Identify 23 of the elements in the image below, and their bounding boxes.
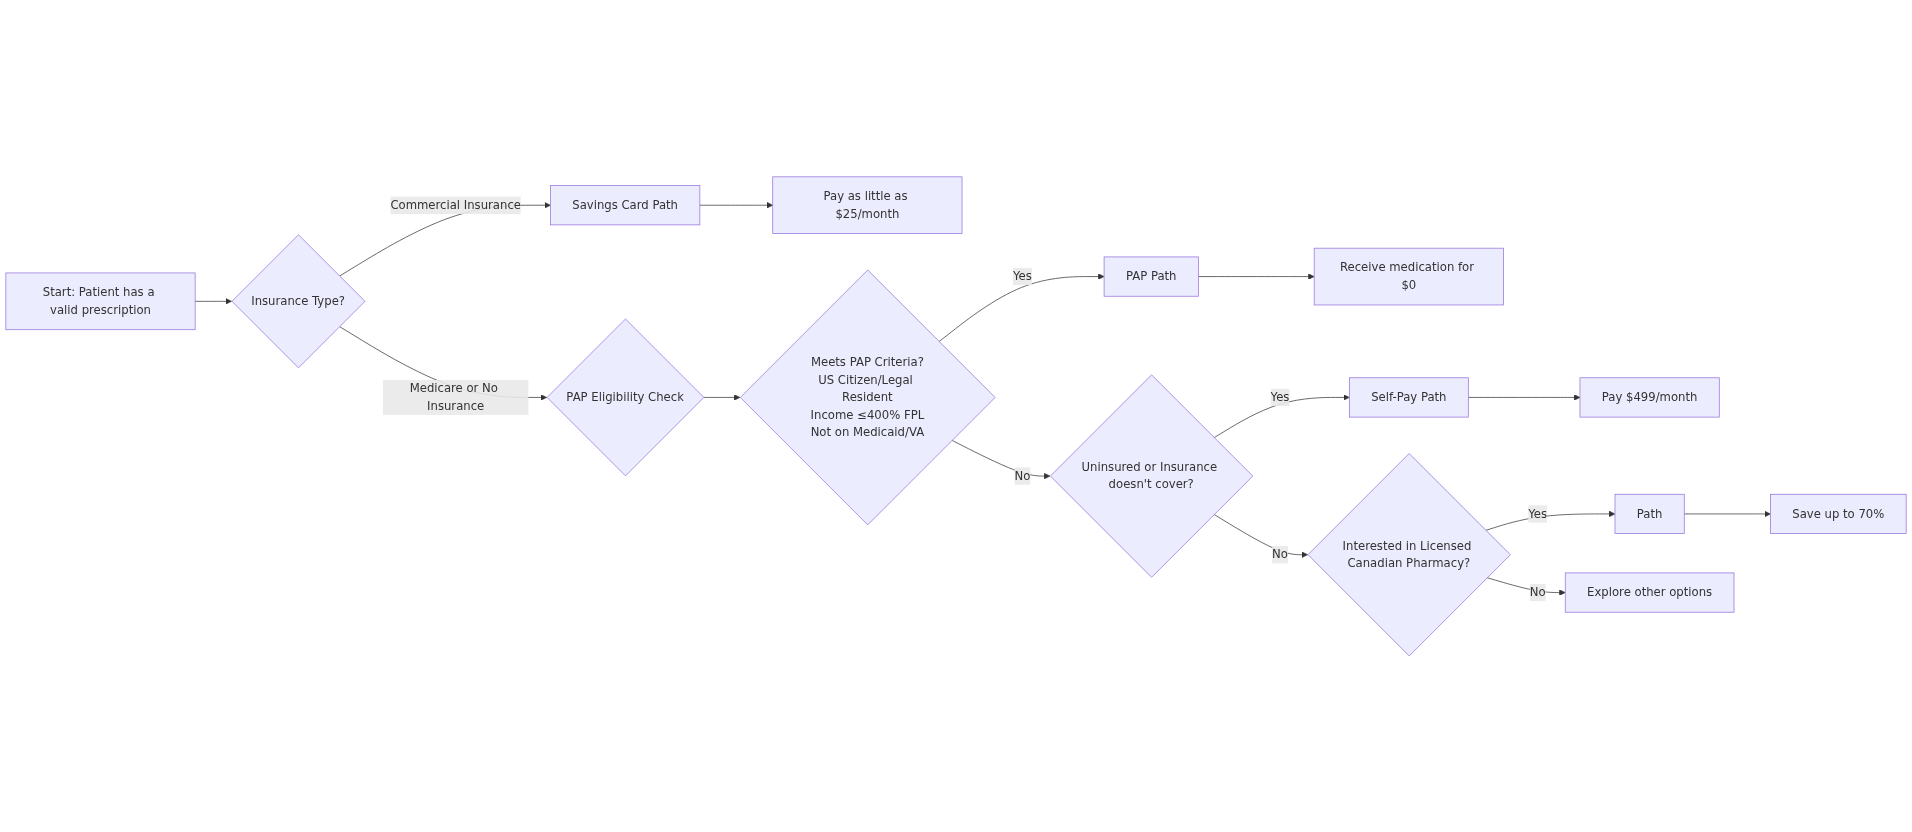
edge-label: Commercial Insurance (390, 197, 521, 212)
node-box: Explore other options (1564, 572, 1735, 613)
edge-label: No (1529, 584, 1546, 599)
edge-label: Medicare or No Insurance (409, 381, 498, 413)
edge-label: Yes (1270, 389, 1290, 404)
node-box: Pay $499/month (1579, 377, 1720, 418)
edge-label: Yes (1528, 506, 1548, 521)
node-diamond: PAP Eligibility Check (546, 318, 705, 476)
node-box: Self-Pay Path (1348, 377, 1469, 418)
node-box: Path (1614, 493, 1685, 534)
edge-label: No (1272, 547, 1288, 561)
node-box: Save up to 70% (1770, 493, 1907, 534)
node-box: Pay as little as $25/month (772, 176, 963, 234)
node-box: Start: Patient has a valid prescription (5, 272, 196, 330)
node-diamond: Interested in Licensed Canadian Pharmacy? (1307, 452, 1511, 656)
node-diamond: Insurance Type? (231, 234, 366, 368)
node-box: PAP Path (1103, 256, 1199, 297)
edge-label: No (1014, 468, 1031, 483)
edge-label: Yes (1013, 268, 1032, 283)
node-box: Receive medication for $0 (1313, 247, 1504, 305)
node-box: Savings Card Path (550, 184, 701, 225)
node-diamond: Uninsured or Insurance doesn't cover? (1050, 374, 1254, 578)
node-diamond: Meets PAP Criteria? US Citizen/Legal Resident Income ≤400% FPL Not on Medicaid/VA (739, 269, 996, 525)
